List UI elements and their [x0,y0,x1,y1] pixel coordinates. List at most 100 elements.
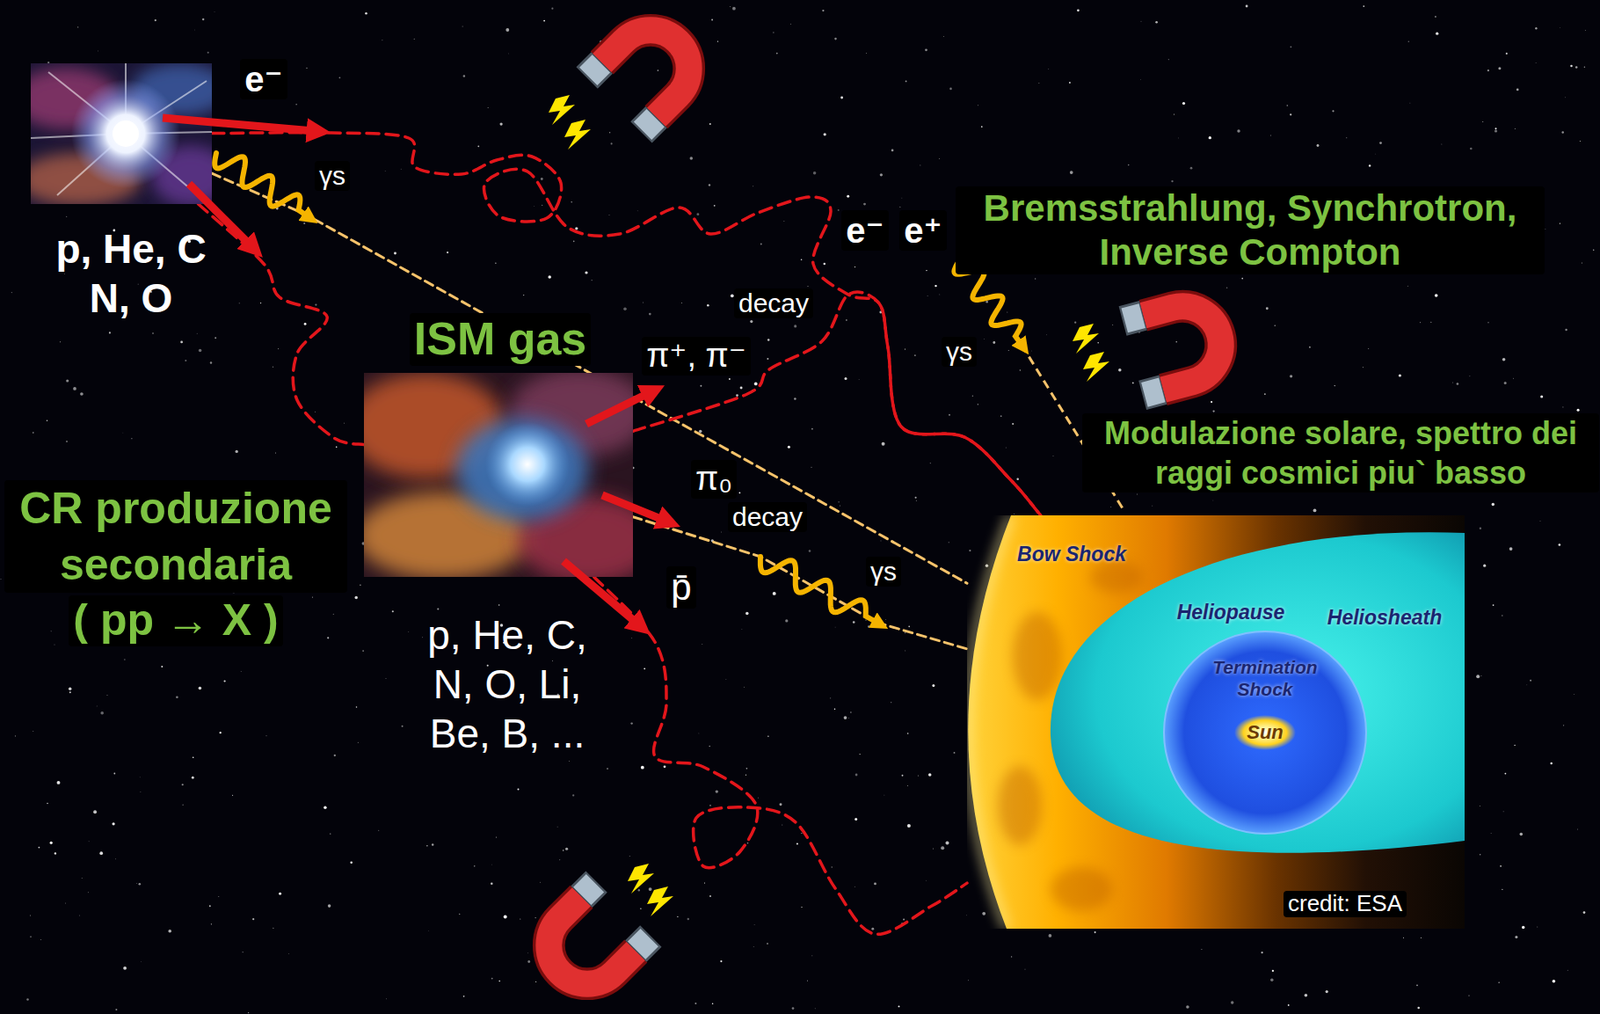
star-dots [754,382,758,386]
star-dots [407,630,410,633]
star-dots [574,226,578,230]
star-dots [1509,546,1513,551]
process-label: decay [727,501,808,533]
star-dots [1566,968,1569,971]
star-dots [807,980,808,982]
star-dots [1264,392,1266,395]
star-dots [140,960,143,962]
star-dots [323,806,328,810]
star-dots [796,842,799,844]
star-dots [938,293,941,296]
star-dots [965,914,968,917]
particle-path [198,203,364,445]
star-dots [272,927,274,929]
star-dots [46,802,48,804]
star-dots [503,915,508,919]
star-dots [1379,141,1382,145]
star-dots [1577,408,1580,412]
star-dots [559,858,561,861]
star-dots [1539,520,1542,523]
star-dots [139,791,142,793]
star-dots [708,183,711,186]
ism-art [456,418,589,521]
star-dots [1584,66,1586,68]
star-dots [499,122,502,125]
star-dots [59,341,61,342]
star-dots [1190,167,1193,170]
magnet-icon [587,14,706,132]
supernova-art [162,117,314,131]
photon-label: γs [865,556,902,588]
star-dots [364,12,368,15]
star-dots [1435,32,1439,36]
star-dots [1182,101,1186,105]
magnet-icon [602,14,706,117]
star-dots [334,754,336,757]
star-dots [235,450,239,453]
star-dots [610,142,613,145]
star-dots [854,817,858,821]
star-dots [609,131,611,133]
star-dots [1540,394,1543,398]
star-dots [823,262,827,266]
star-dots [385,677,387,680]
star-dots [687,917,690,920]
star-dots [384,170,386,173]
star-dots [813,171,817,175]
star-dots [681,302,683,304]
star-dots [800,259,803,262]
star-dots [487,107,489,110]
star-dots [314,410,317,413]
star-dots [1514,128,1516,130]
star-dots [95,705,98,707]
star-dots [135,882,138,885]
star-dots [1112,324,1113,326]
star-dots [867,625,870,627]
star-dots [1019,369,1021,371]
star-dots [198,349,203,353]
star-dots [194,29,197,31]
star-dots [1480,675,1483,677]
star-dots [1127,164,1130,167]
star-dots [854,266,856,268]
star-label: Sun [1246,720,1284,743]
star-dots [1334,385,1336,386]
star-dots [772,591,777,596]
process-note: Bremsstrahlung, Synchrotron, Inverse Com… [955,186,1545,275]
star-dots [1270,134,1273,137]
star-dots [800,906,802,908]
gamma-ray-path [632,516,968,649]
star-dots [779,802,783,806]
star-dots [766,357,769,360]
ism-art [602,494,665,521]
helio-art [1050,866,1113,911]
star-dots [790,22,793,25]
star-dots [729,5,732,8]
star-dots [945,841,950,845]
lightning-bolt [548,94,575,125]
star-dots [1013,513,1015,515]
star-dots [948,414,951,416]
ism-art [363,372,633,577]
star-dots [495,836,497,837]
star-dots [1368,164,1371,167]
star-dots [72,386,77,391]
star-dots [902,918,905,921]
star-dots [772,31,774,33]
star-dots [335,445,338,448]
star-dots [855,773,859,777]
star-dots [523,294,524,296]
species-list: p, He, C, N, O, Li, Be, B, ... [413,610,603,758]
helio-art [997,765,1042,845]
star-dots [739,491,742,494]
star-dots [1570,65,1573,68]
star-dots [845,319,848,321]
supernova-art [30,63,212,204]
star-dots [53,643,56,646]
star-dots [811,954,813,956]
gas-cloud: ISM gasp, He, C, N, O, Li, Be, B, ... [363,372,633,577]
star-dots [362,649,364,652]
termination-shock: SunTermination Shock [1163,630,1368,835]
star-dots [850,711,851,713]
star-dots [1006,311,1008,313]
